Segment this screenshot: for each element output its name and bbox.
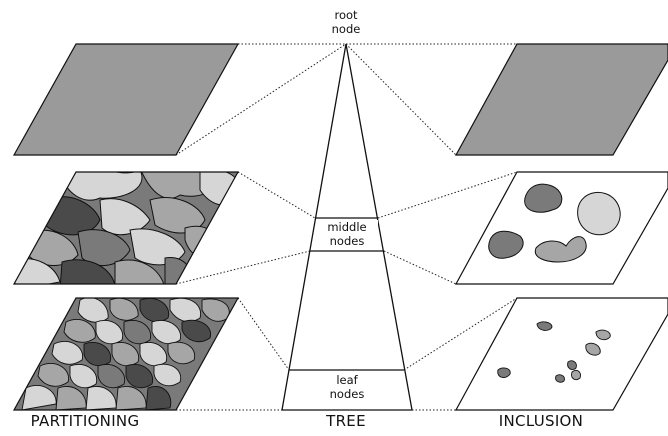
- inclusion-bottom-plane: [454, 297, 668, 411]
- partition-middle-outline: [12, 171, 240, 285]
- inclusion-middle-plane: [454, 171, 668, 285]
- root-node-label: root node: [326, 8, 366, 36]
- tree: [281, 43, 413, 411]
- tree-outline: [281, 43, 413, 411]
- partition-middle-plane: [14, 172, 238, 284]
- leaf-nodes-label: leaf nodes: [316, 373, 378, 401]
- middle-nodes-label: middle nodes: [316, 220, 378, 248]
- partition-bottom-plane: [14, 298, 238, 410]
- root-label-line1: root: [334, 8, 358, 22]
- middle-label-line2: nodes: [329, 234, 365, 248]
- inclusion-bottom-regions: [497, 321, 611, 383]
- connector-lines: [175, 43, 518, 411]
- middle-label-line1: middle: [327, 220, 367, 234]
- tree-caption: TREE: [326, 412, 366, 430]
- inclusion-caption: INCLUSION: [498, 412, 584, 430]
- partition-top-plane: [12, 43, 240, 156]
- leaf-label-line1: leaf: [336, 373, 358, 387]
- root-label-line2: node: [331, 22, 361, 36]
- inclusion-top-plane: [454, 43, 668, 156]
- leaf-label-line2: nodes: [329, 387, 365, 401]
- partitioning-caption: PARTITIONING: [30, 412, 140, 430]
- partition-bottom-outline: [12, 297, 240, 411]
- inclusion-middle-regions: [488, 183, 621, 263]
